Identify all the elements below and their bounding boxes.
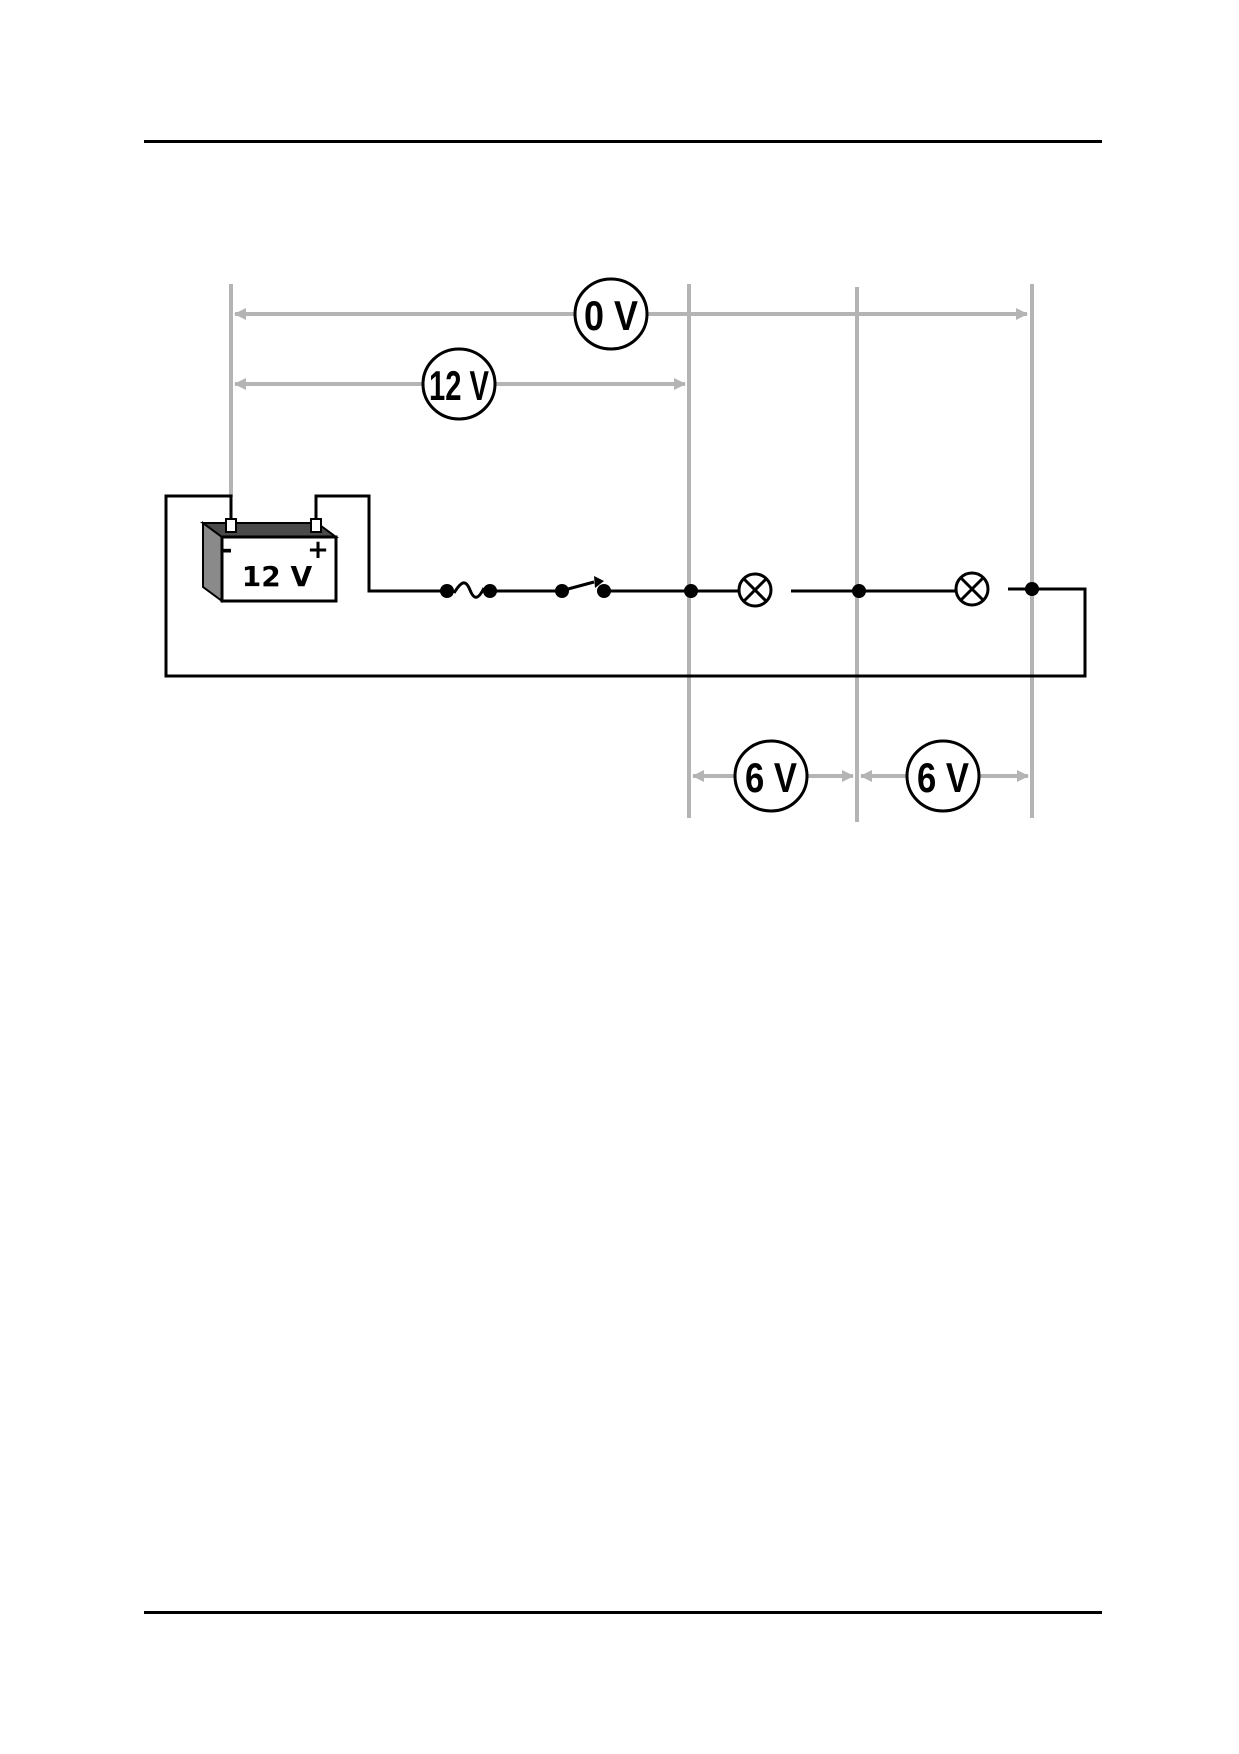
wire-positive-lead [314, 494, 446, 593]
battery-icon: - + 12 V [199, 518, 340, 603]
junction-node-1 [684, 584, 698, 598]
battery-positive-terminal [310, 518, 322, 533]
wire-negative-loop [164, 494, 1087, 678]
voltage-label-total: 0 V [584, 292, 638, 339]
fuse-icon [440, 581, 497, 599]
lamp-icon [737, 572, 773, 608]
lamp-icon [954, 571, 990, 607]
voltage-label-supply: 12 V [429, 362, 489, 409]
battery-label: 12 V [242, 560, 313, 593]
voltage-badge-total: 0 V [573, 277, 649, 351]
circuit-wires [164, 494, 1087, 678]
battery-positive-symbol: + [307, 535, 329, 565]
bottom-rule [144, 1611, 1102, 1614]
measurement-guides [229, 284, 1034, 822]
voltage-badge-lamp2: 6 V [905, 739, 981, 813]
switch-icon [555, 576, 611, 598]
top-rule [144, 140, 1102, 143]
measurement-arrows [234, 308, 1029, 782]
voltage-badge-supply: 12 V [421, 347, 497, 421]
junction-node-2 [852, 584, 866, 598]
battery-negative-terminal [225, 518, 237, 533]
voltage-badge-lamp1: 6 V [733, 739, 809, 813]
junction-node-3 [1025, 582, 1039, 596]
voltage-label-lamp1: 6 V [745, 754, 797, 801]
battery-negative-symbol: - [222, 535, 233, 565]
junction-nodes [684, 582, 1039, 598]
voltage-label-lamp2: 6 V [917, 754, 969, 801]
